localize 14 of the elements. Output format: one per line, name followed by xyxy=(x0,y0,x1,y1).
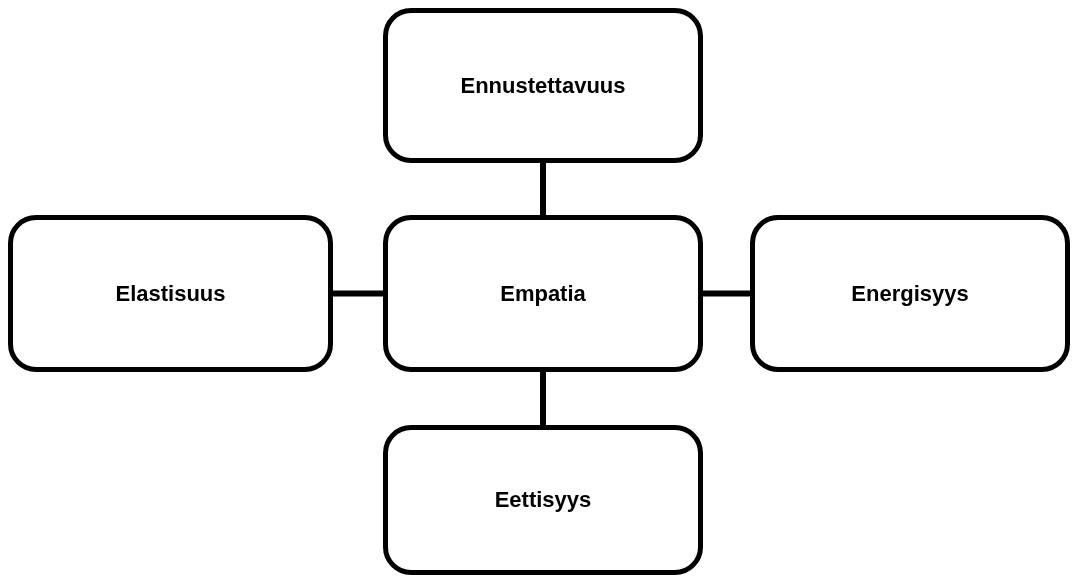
box-label: Empatia xyxy=(499,280,587,307)
box-label: Energisyys xyxy=(850,280,970,307)
connector-line xyxy=(540,163,546,215)
rounded-box xyxy=(383,215,703,372)
connector-line xyxy=(703,290,750,297)
box-label: Ennustettavuus xyxy=(459,72,627,99)
box-label: Eettisyys xyxy=(493,487,593,513)
rounded-box xyxy=(383,8,703,163)
connector-line xyxy=(333,290,383,297)
rounded-box xyxy=(8,215,333,372)
rounded-box xyxy=(383,425,703,575)
box-label: Elastisuus xyxy=(114,280,227,307)
rounded-box xyxy=(750,215,1070,372)
connector-line xyxy=(540,372,546,425)
